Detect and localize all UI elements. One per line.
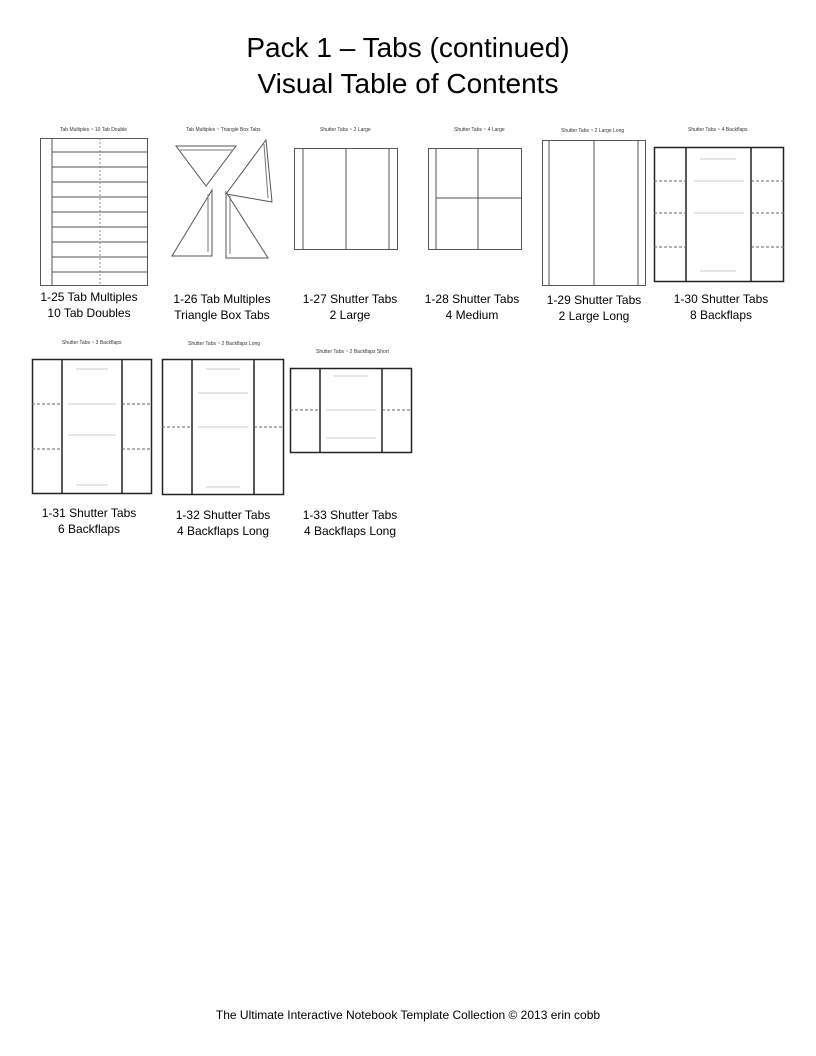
caption-line-2: 8 Backflaps [689,308,753,322]
thumbnail-header: Shutter Tabs ~ 4 Backflaps [688,127,748,133]
caption-line-1: 1-32 Shutter Tabs [175,508,271,522]
thumbnail-header: Shutter Tabs ~ 2 Backflaps Short [316,349,389,355]
caption-line-1: 1-30 Shutter Tabs [673,292,769,306]
caption-line-2: Triangle Box Tabs [174,308,270,322]
thumbnail-header: Shutter Tabs ~ 4 Large [454,127,505,133]
caption-line-2: 2 Large [329,308,371,322]
thumbnail-1-32 [161,358,285,496]
footer: The Ultimate Interactive Notebook Templa… [215,1008,601,1022]
caption-line-1: 1-27 Shutter Tabs [302,292,398,306]
caption-1-27: 1-27 Shutter Tabs 2 Large [290,291,410,323]
caption-line-2: 4 Backflaps Long [303,524,397,538]
caption-line-2: 6 Backflaps [57,522,121,536]
caption-1-29: 1-29 Shutter Tabs 2 Large Long [534,292,654,324]
caption-line-1: 1-28 Shutter Tabs [424,292,520,306]
thumbnail-header: Shutter Tabs ~ 2 Large [320,127,371,133]
thumbnail-1-25 [40,138,148,286]
thumbnail-1-31 [31,358,153,495]
caption-1-32: 1-32 Shutter Tabs 4 Backflaps Long [162,507,284,539]
caption-1-26: 1-26 Tab Multiples Triangle Box Tabs [160,291,284,323]
caption-line-1: 1-31 Shutter Tabs [41,506,137,520]
thumbnail-1-27 [294,148,398,250]
caption-1-31: 1-31 Shutter Tabs 6 Backflaps [30,505,148,537]
caption-1-28: 1-28 Shutter Tabs 4 Medium [412,291,532,323]
caption-line-2: 4 Backflaps Long [176,524,270,538]
caption-1-25: 1-25 Tab Multiples 10 Tab Doubles [30,289,148,321]
thumbnail-header: Shutter Tabs ~ 2 Backflaps Long [188,341,261,347]
title-line-1: Pack 1 – Tabs (continued) [246,32,570,63]
thumbnail-1-29 [542,140,646,286]
thumbnail-header: Shutter Tabs ~ 3 Backflaps [62,340,122,346]
caption-line-1: 1-25 Tab Multiples [40,290,138,304]
thumbnail-header: Tab Multiples ~ 10 Tab Double [60,127,128,133]
caption-line-1: 1-26 Tab Multiples [173,292,271,306]
thumbnail-1-26 [171,138,273,259]
thumbnail-1-30 [653,146,785,283]
caption-line-2: 4 Medium [445,308,499,322]
caption-line-1: 1-33 Shutter Tabs [302,508,398,522]
page-title: Pack 1 – Tabs (continued) Visual Table o… [0,30,816,102]
caption-line-2: 2 Large Long [558,309,630,323]
caption-line-1: 1-29 Shutter Tabs [546,293,642,307]
title-line-2: Visual Table of Contents [257,68,559,99]
thumbnail-header: Shutter Tabs ~ 2 Large Long [561,128,625,134]
thumbnail-1-28 [428,148,522,250]
thumbnail-header: Tab Multiples ~ Triangle Box Tabs [186,127,261,133]
caption-1-30: 1-30 Shutter Tabs 8 Backflaps [660,291,782,323]
thumbnail-1-33 [289,367,413,454]
caption-line-2: 10 Tab Doubles [47,306,131,320]
caption-1-33: 1-33 Shutter Tabs 4 Backflaps Long [290,507,410,539]
